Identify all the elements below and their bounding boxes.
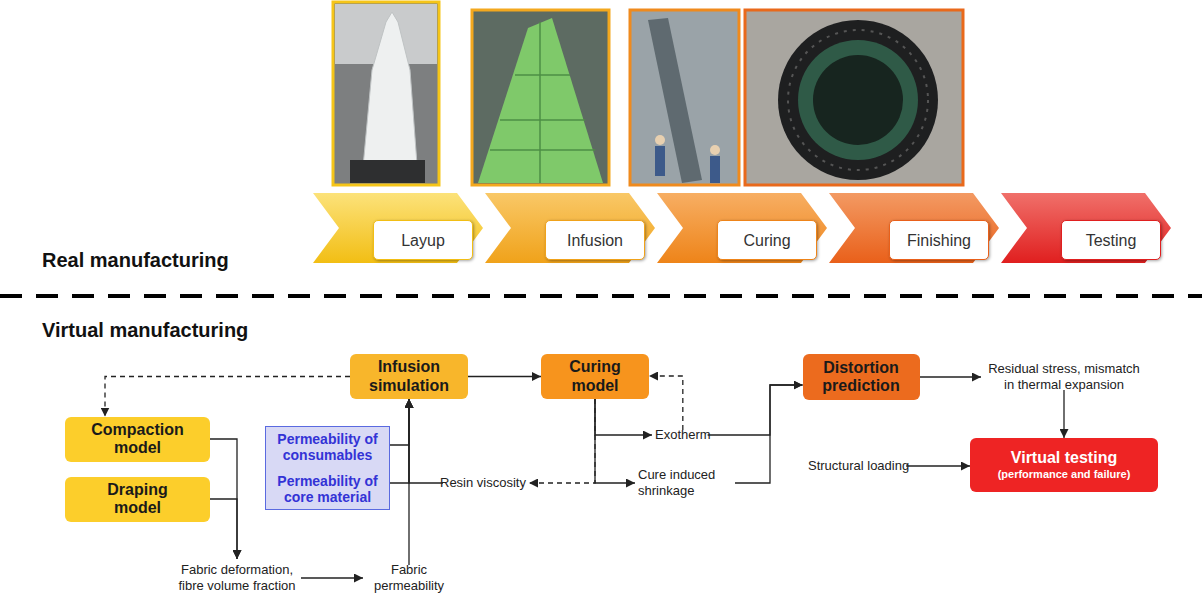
quantity-text: Fabric permeability xyxy=(367,562,451,594)
step-label: Testing xyxy=(1061,220,1161,260)
photo-frame xyxy=(472,10,609,185)
box-label: (performance and failure) xyxy=(998,468,1131,481)
photo-frame xyxy=(630,10,739,185)
process-step-chevron: Testing xyxy=(1001,193,1171,263)
infusion-mesh xyxy=(478,18,603,183)
process-box: Draping model xyxy=(65,477,210,522)
flow-connector xyxy=(390,399,409,445)
finishing-photo xyxy=(745,10,963,185)
flow-connector xyxy=(301,577,363,578)
chevron-fill xyxy=(829,193,999,263)
infusion-photo xyxy=(472,10,609,185)
flow-connector xyxy=(210,439,237,559)
flow-connector xyxy=(906,465,970,466)
photo-frame xyxy=(745,10,963,185)
box-label: Infusion simulation xyxy=(361,358,457,395)
quantity-label: Residual stress, mismatch in thermal exp… xyxy=(984,361,1144,393)
chevron-fill xyxy=(657,193,827,263)
root-ring xyxy=(813,55,903,145)
bolt-circle xyxy=(788,30,928,170)
separator-line xyxy=(0,294,1202,298)
mould xyxy=(648,18,702,183)
box-label: Curing model xyxy=(560,358,630,395)
chevron-fill xyxy=(313,193,483,263)
flow-connector xyxy=(595,399,652,435)
box-label: Distortion prediction xyxy=(813,359,909,396)
quantity-text: Fabric deformation, fibre volume fractio… xyxy=(169,562,305,594)
process-step-chevron: Finishing xyxy=(829,193,999,263)
section-heading: Real manufacturing xyxy=(42,249,229,272)
quantity-text: Resin viscosity xyxy=(440,475,526,491)
process-box: Distortion prediction xyxy=(803,354,920,400)
flow-connector xyxy=(1063,390,1064,438)
quantity-text: Cure induced shrinkage xyxy=(638,467,738,499)
layup-photo xyxy=(333,2,439,185)
section-heading: Virtual manufacturing xyxy=(42,319,248,342)
box-label: Draping model xyxy=(93,481,183,518)
flow-connector xyxy=(210,499,237,559)
step-label: Layup xyxy=(373,220,473,260)
flow-connector xyxy=(708,385,803,435)
root-ring xyxy=(778,20,938,180)
mould-base xyxy=(350,160,425,183)
process-step-chevron: Layup xyxy=(313,193,483,263)
curing-photo xyxy=(630,10,739,185)
mesh-line xyxy=(490,22,595,183)
flow-connector xyxy=(468,376,541,377)
chevron-fill xyxy=(485,193,655,263)
photo-frame xyxy=(333,2,439,185)
quantity-label: Resin viscosity xyxy=(440,475,526,491)
process-step-chevron: Infusion xyxy=(485,193,655,263)
process-step-chevron: Curing xyxy=(657,193,827,263)
chevron-fill xyxy=(1001,193,1171,263)
box-label: Compaction model xyxy=(83,421,193,458)
process-box: Infusion simulation xyxy=(350,354,468,399)
worker xyxy=(655,135,665,145)
worker xyxy=(710,156,720,183)
quantity-text: Structural loading xyxy=(808,458,909,474)
process-box: Curing model xyxy=(541,354,649,399)
flow-connector xyxy=(390,399,409,483)
box-label: Permeability of core material xyxy=(275,473,381,505)
flow-connector xyxy=(735,385,803,483)
blade-mould xyxy=(362,12,418,178)
process-box: Virtual testing(performance and failure) xyxy=(970,438,1158,492)
box-label: Virtual testing xyxy=(1011,449,1117,467)
root-ring xyxy=(798,40,918,160)
quantity-label: Exotherm xyxy=(655,427,711,443)
flow-connector xyxy=(409,399,443,483)
step-label: Curing xyxy=(717,220,817,260)
quantity-label: Fabric permeability xyxy=(367,562,451,594)
flow-connector xyxy=(649,376,683,430)
worker xyxy=(710,145,720,155)
flow-connector xyxy=(105,377,350,417)
step-label: Finishing xyxy=(889,220,989,260)
flow-connector xyxy=(920,376,982,377)
quantity-text: Exotherm xyxy=(655,427,711,443)
box-label: Permeability of consumables xyxy=(275,431,381,463)
process-box: Compaction model xyxy=(65,417,210,462)
quantity-text: Residual stress, mismatch in thermal exp… xyxy=(984,361,1144,393)
process-box: Permeability of consumablesPermeability … xyxy=(265,426,390,510)
worker xyxy=(655,146,665,176)
flow-connector xyxy=(595,399,635,483)
quantity-label: Fabric deformation, fibre volume fractio… xyxy=(169,562,305,594)
quantity-label: Cure induced shrinkage xyxy=(638,467,738,499)
quantity-label: Structural loading xyxy=(808,458,909,474)
step-label: Infusion xyxy=(545,220,645,260)
flow-connector xyxy=(529,399,595,483)
